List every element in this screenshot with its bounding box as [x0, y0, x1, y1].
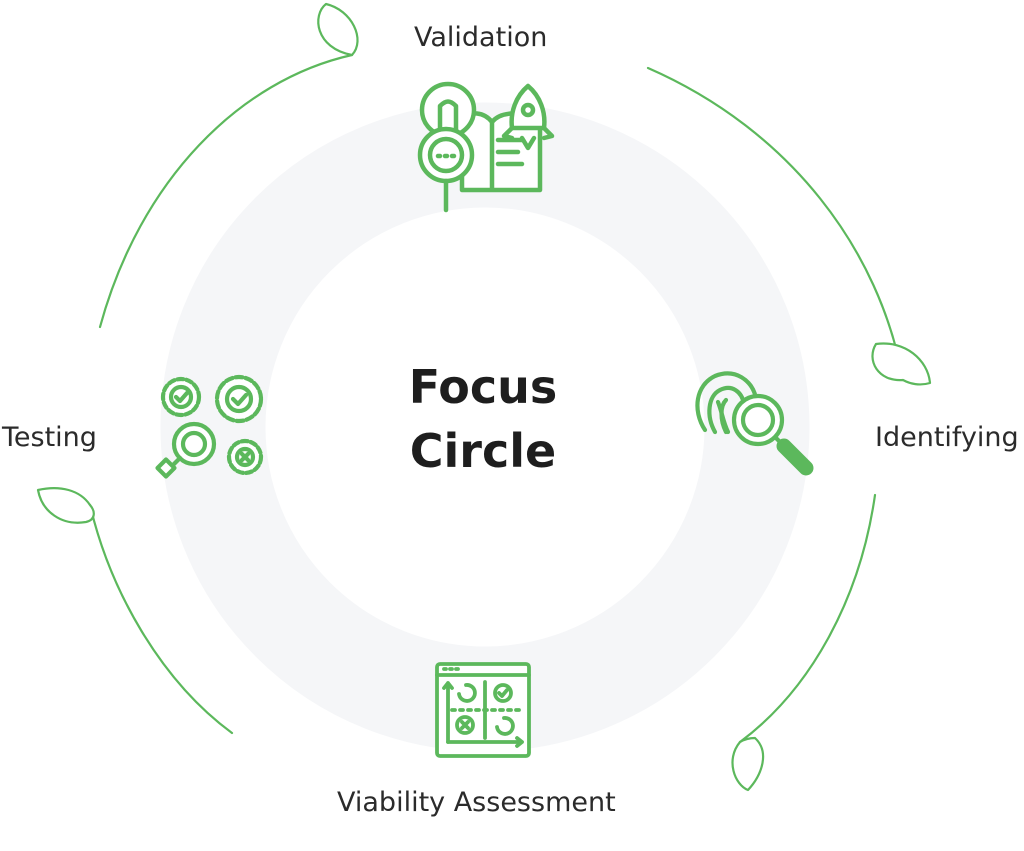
fingerprint-magnifier-icon — [695, 371, 814, 476]
matrix-chart-icon — [435, 662, 531, 758]
leaves — [36, 2, 932, 792]
arc-top-left — [98, 53, 354, 329]
arc-top-right — [646, 66, 905, 382]
leaf-bottom-right-icon — [731, 736, 765, 792]
stage-label-viability-assessment: Viability Assessment — [337, 787, 616, 818]
arc-bottom-left — [88, 503, 234, 735]
stage-label-validation: Validation — [414, 22, 548, 53]
stage-label-identifying: Identifying — [875, 422, 1019, 453]
lightbulb-book-rocket-icon — [417, 81, 555, 213]
center-title-line-2: Circle — [409, 424, 557, 478]
leaf-right-icon — [871, 342, 932, 386]
leaf-top-left-icon — [317, 2, 359, 57]
arc-bottom-right — [738, 493, 877, 744]
cycle-arcs — [88, 53, 905, 744]
leaf-left-icon — [36, 487, 95, 524]
stage-label-testing: Testing — [2, 422, 97, 453]
center-title-line-1: Focus — [408, 360, 558, 414]
gears-magnifier-icon — [155, 374, 264, 479]
